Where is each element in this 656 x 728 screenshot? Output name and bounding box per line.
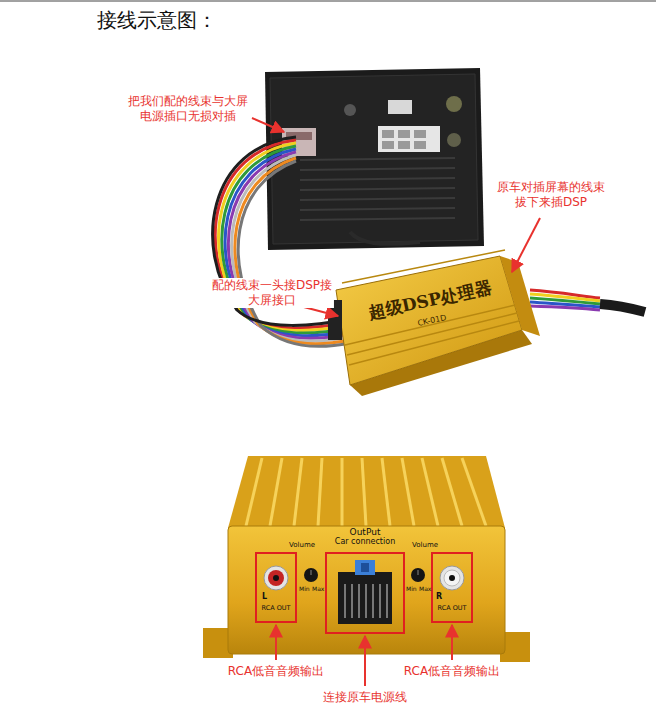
port-label: RCA OUT [261, 604, 290, 612]
callout-text: 配的线束一头接DSP接 大屏接口 [210, 278, 334, 308]
panel-label: Min [406, 585, 417, 593]
highlight-boxes [256, 553, 472, 633]
panel-label: Min [299, 585, 310, 593]
top-rule [0, 1, 656, 2]
dsp-panel [203, 456, 530, 662]
channel-label: R [436, 592, 442, 602]
car-harness [530, 290, 645, 312]
head-unit [265, 68, 484, 250]
wire-harness [213, 137, 350, 346]
panel-label: Volume [289, 541, 315, 550]
callout-text: 连接原车电源线 [321, 690, 409, 705]
panel-label: OutPut [350, 527, 381, 538]
panel-label: Max [312, 585, 324, 593]
panel-label: Volume [412, 541, 438, 550]
channel-label: L [262, 592, 267, 602]
dsp-box [328, 250, 540, 396]
port-label: RCA OUT [437, 604, 466, 612]
callout-text: RCA低音音频输出 [226, 664, 326, 679]
panel-label: Max [419, 585, 431, 593]
callout-text: RCA低音音频输出 [402, 664, 502, 679]
callout-text: 原车对插屏幕的线束 拔下来插DSP [495, 180, 607, 210]
panel-label: Car connection [335, 537, 395, 547]
callout-text: 把我们配的线束与大屏 电源插口无损对插 [126, 94, 250, 124]
diagram-title: 接线示意图： [97, 8, 217, 33]
